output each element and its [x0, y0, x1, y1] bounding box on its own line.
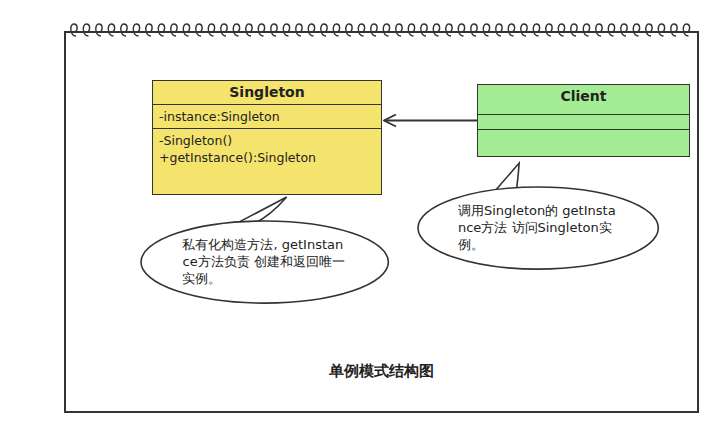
method-compartment: [478, 129, 689, 156]
spiral-loop: [533, 24, 539, 36]
spiral-loop: [446, 24, 452, 36]
bubble-ellipse: [141, 221, 388, 303]
notebook-page: [65, 32, 698, 412]
class-box: Client: [477, 84, 690, 157]
spiral-loop: [271, 24, 277, 36]
spiral-loop: [133, 24, 139, 36]
attribute-compartment: [478, 114, 689, 129]
spiral-loop: [208, 24, 214, 36]
spiral-loop: [333, 24, 339, 36]
spiral-loop: [596, 24, 602, 36]
bubble-tail-join: [234, 225, 252, 231]
spiral-loop: [371, 24, 377, 36]
spiral-loop: [521, 24, 527, 36]
spiral-loop: [121, 24, 127, 36]
spiral-loop: [471, 24, 477, 36]
spiral-loop: [71, 24, 77, 36]
spiral-loop: [171, 24, 177, 36]
bubble-text: 私有化构造方法, getInstance方法负责 创建和返回唯一实例。: [182, 236, 347, 287]
spiral-loop: [508, 24, 514, 36]
spiral-loop: [158, 24, 164, 36]
spiral-loop: [546, 24, 552, 36]
spiral-loop: [608, 24, 614, 36]
spiral-loop: [233, 24, 239, 36]
spiral-loop: [258, 24, 264, 36]
bubble-ellipse: [418, 187, 658, 269]
attribute-compartment: -instance:Singleton: [153, 104, 381, 128]
spiral-loop: [308, 24, 314, 36]
spiral-loop: [246, 24, 252, 36]
spiral-loop: [383, 24, 389, 36]
spiral-loop: [483, 24, 489, 36]
class-name-compartment: Singleton: [153, 81, 381, 104]
class-name-compartment: Client: [478, 85, 689, 114]
class-name: Singleton: [159, 84, 375, 101]
spiral-loop: [621, 24, 627, 36]
spiral-loop: [283, 24, 289, 36]
spiral-loop: [221, 24, 227, 36]
spiral-loop: [146, 24, 152, 36]
member-text: +getInstance():Singleton: [159, 149, 375, 166]
bubble-tail-join: [494, 192, 515, 199]
class-box: Singleton -instance:Singleton -Singleton()…: [152, 80, 382, 195]
dependency-arrow: [384, 120, 477, 122]
spiral-loop: [83, 24, 89, 36]
spiral-loop: [96, 24, 102, 36]
spiral-loop: [458, 24, 464, 36]
spiral-loop: [571, 24, 577, 36]
spiral-loop: [296, 24, 302, 36]
spiral-loop: [433, 24, 439, 36]
bubble-text: 调用Singleton的 getInstance方法 访问Singleton实例…: [458, 202, 618, 253]
spiral-loop: [346, 24, 352, 36]
method-compartment: -Singleton()+getInstance():Singleton: [153, 128, 381, 194]
spiral-loop: [646, 24, 652, 36]
spiral-loop: [558, 24, 564, 36]
spiral-loop: [671, 24, 677, 36]
spiral-loop: [183, 24, 189, 36]
spiral-binding: [71, 24, 690, 36]
class-name: Client: [484, 88, 683, 105]
speech-bubble: 私有化构造方法, getInstance方法负责 创建和返回唯一实例。: [140, 220, 389, 304]
spiral-loop: [496, 24, 502, 36]
spiral-loop: [583, 24, 589, 36]
spiral-loop: [321, 24, 327, 36]
diagram-caption: 单例模式结构图: [65, 362, 698, 381]
member-text: -Singleton(): [159, 132, 375, 149]
spiral-loop: [658, 24, 664, 36]
spiral-loop: [408, 24, 414, 36]
spiral-loop: [421, 24, 427, 36]
spiral-loop: [196, 24, 202, 36]
spiral-loop: [396, 24, 402, 36]
spiral-loop: [358, 24, 364, 36]
speech-bubble: 调用Singleton的 getInstance方法 访问Singleton实例…: [417, 186, 659, 270]
spiral-loop: [683, 24, 689, 36]
spiral-loop: [633, 24, 639, 36]
member-text: -instance:Singleton: [159, 108, 375, 125]
spiral-loop: [108, 24, 114, 36]
